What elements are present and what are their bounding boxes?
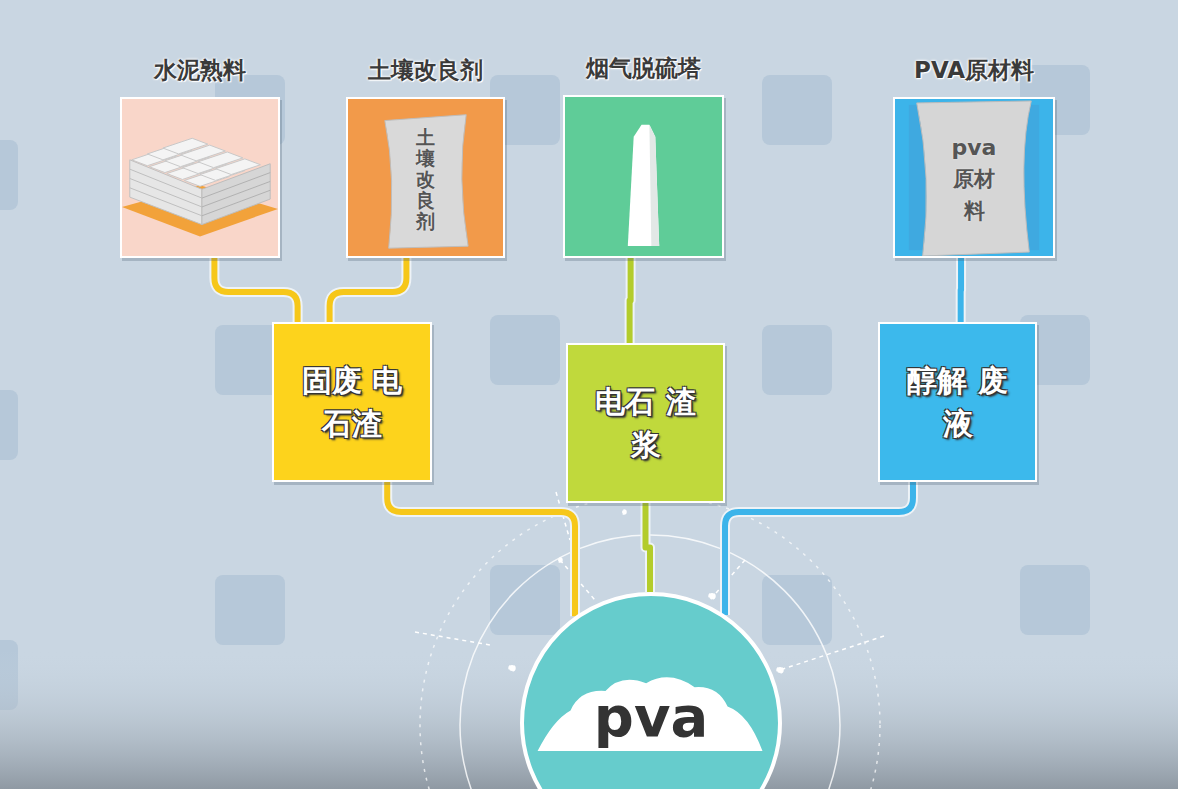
tower-shade [649,125,659,246]
brick-joint [202,190,270,216]
pva-label: pva [524,684,778,749]
product-card: 水泥熟料 [120,97,280,258]
connector [387,482,575,616]
tower [628,125,659,246]
waste-label: 电石 渣浆 [595,380,697,467]
waste-box: 电石 渣浆 [566,343,725,503]
connector-halo [387,482,575,616]
brick-joint [130,188,202,216]
brick-stack-side [202,164,270,225]
connector [958,258,964,322]
waste-label: 醇解 废液 [907,359,1009,446]
product-card: 烟气脱硫塔 [563,95,724,258]
waste-label: 固废 电石渣 [301,359,403,446]
orbit-rings [420,495,880,789]
illustration [565,97,722,256]
connector-halo [214,258,297,322]
connector-halo [956,258,966,322]
card-heading: 水泥熟料 [82,55,318,86]
card-heading: PVA原材料 [855,55,1093,86]
sack-print: pva原材料 [895,131,1053,227]
sack-print: 土壤改良剂 [348,127,503,231]
waste-box: 固废 电石渣 [272,322,432,482]
sack-text: 原材料 [951,164,997,227]
connector [630,258,631,343]
sack-text: 土壤改良剂 [416,127,435,231]
sack-text: pva [895,131,1053,164]
card-heading: 土壤改良剂 [308,55,543,86]
connector-halo [725,482,913,615]
brick-joint [130,178,202,206]
product-card: PVA原材料pva原材料 [893,97,1055,258]
connector-halo [646,503,651,592]
card-heading: 烟气脱硫塔 [525,53,762,84]
illustration [122,99,278,256]
connector [646,503,651,592]
connector-halo [630,258,631,343]
sack [917,101,1032,256]
bg-squares [0,65,1090,710]
connector [725,482,913,615]
brick-stack-front [130,160,202,225]
waste-box: 醇解 废液 [878,322,1037,482]
sack [385,115,468,248]
product-card: 土壤改良剂土壤改良剂 [346,97,505,258]
pva-circle: pva [520,592,782,789]
connector-halo [330,258,407,322]
connector [214,258,297,322]
connector [330,258,407,322]
brick-joint [130,169,202,198]
